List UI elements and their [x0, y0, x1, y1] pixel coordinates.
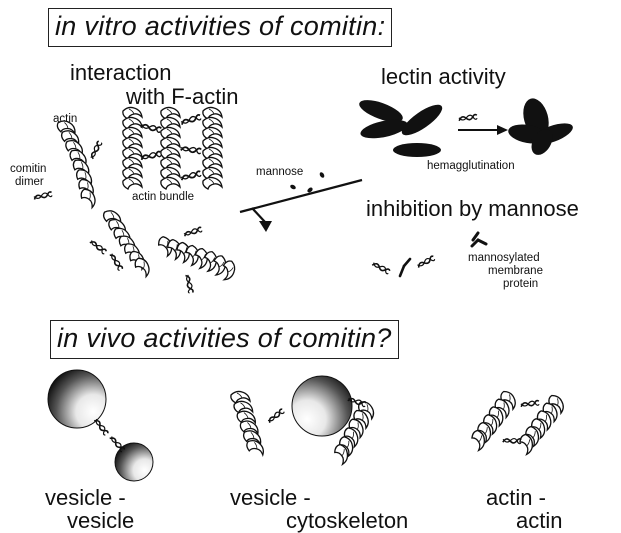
comitin-dimer-inhibited-2 [417, 256, 435, 268]
comitin-dimer-free-5 [185, 275, 193, 294]
actin-bundle [123, 107, 222, 189]
mannosylated-protein-icon [472, 233, 486, 246]
inhibition-arrow [240, 180, 362, 222]
comitin-dimer-free-3 [110, 253, 123, 271]
comitin-dimer-inhibited-1 [372, 261, 390, 274]
reaction-arrow [458, 125, 508, 135]
actin-actin-illustration [470, 389, 568, 455]
vesicle-cytoskeleton-illustration [231, 376, 378, 465]
hemagglutinated-cells [507, 96, 576, 159]
comitin-dimer-free [34, 192, 53, 200]
actin-filament-single [56, 119, 100, 209]
actin-filament-free-2 [156, 235, 235, 281]
inhibition-arrowhead [259, 221, 272, 232]
comitin-dimer-lectin [459, 114, 477, 120]
vesicle-vesicle-illustration [48, 370, 153, 481]
erythrocytes [357, 96, 447, 157]
comitin-dimer-free-4 [184, 227, 203, 236]
comitin-dimer-on-filament [89, 141, 102, 159]
comitin-dimer-free-2 [90, 239, 107, 254]
mannosylated-protein-bound-icon [400, 259, 410, 276]
actin-filament-free-1 [102, 209, 154, 278]
